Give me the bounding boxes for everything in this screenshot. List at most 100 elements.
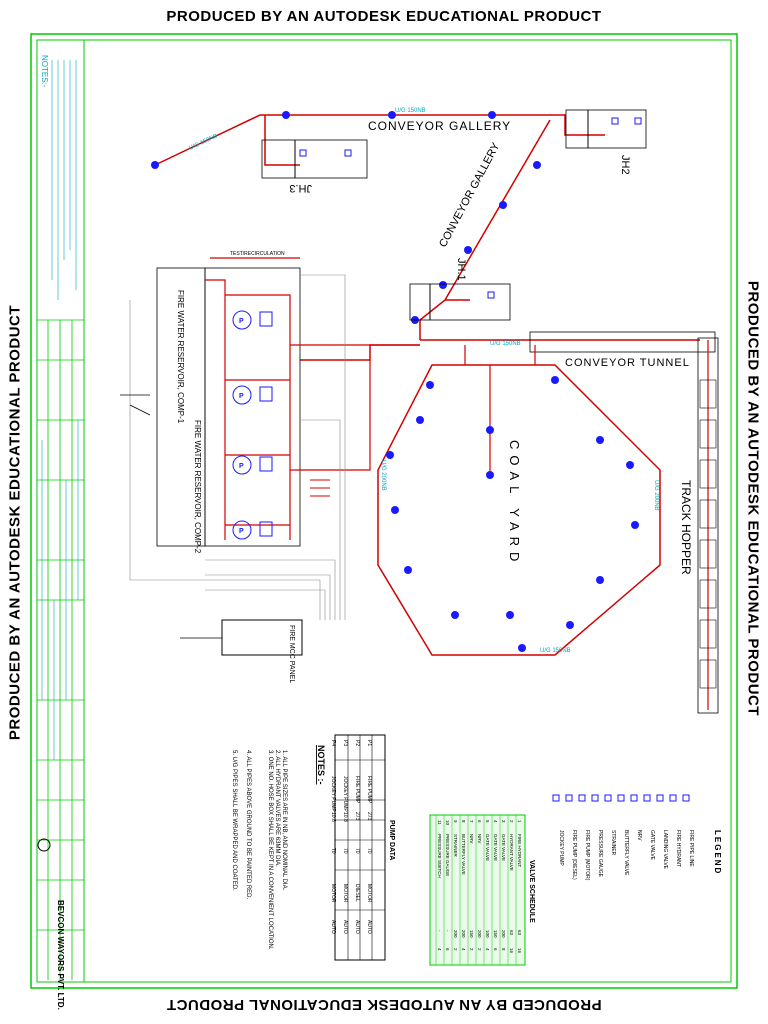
pump-data-cell: DIESEL <box>354 884 360 902</box>
valve-schedule-cell: 2 <box>469 948 474 951</box>
pump-data-cell: JOCKEY PUMP <box>330 776 336 812</box>
legend-item: FIRE HYDRANT <box>675 830 681 867</box>
pump-data-cell: P3 <box>342 740 348 746</box>
track-hopper: TRACK HOPPER <box>679 337 719 714</box>
outer-border <box>30 33 738 989</box>
pump-data-cell: MOTOR <box>366 884 372 903</box>
legend-symbol <box>630 794 638 802</box>
legend-title: LEGEND <box>713 830 722 875</box>
title-block <box>37 319 84 980</box>
left-notes-title: NOTES:- <box>40 55 49 88</box>
conveyor-gallery-pipe <box>154 114 700 361</box>
pump-data-cell: FIRE PUMP <box>366 776 372 804</box>
pump-data-cell: AUTO <box>330 920 336 934</box>
pump-data-cell: JOCKEY PUMP <box>342 776 348 812</box>
pump-data-cell: 273 <box>366 812 372 821</box>
svg-text:P: P <box>239 528 244 535</box>
legend-item: LANDING VALVE <box>662 830 668 870</box>
valve-schedule-cell: 8 <box>461 820 466 823</box>
inner-border <box>36 39 732 983</box>
valve-schedule-cell: NRV <box>477 834 482 843</box>
valve-schedule-cell: 150 <box>493 930 498 938</box>
watermark-top: PRODUCED BY AN AUTODESK EDUCATIONAL PROD… <box>166 8 602 25</box>
valve-schedule-cell: 200 <box>461 930 466 938</box>
reservoir-2-label: FIRE WATER RESERVOIR, COMP-2 <box>193 420 202 554</box>
note-item: 5. U/G PIPES SHALL BE WRAPPED AND COATED… <box>231 750 237 891</box>
valve-schedule-cell: - <box>445 930 450 932</box>
legend-symbol <box>669 794 677 802</box>
pump-data-cell: AUTO <box>354 920 360 934</box>
pump-data-cell: FIRE PUMP <box>354 776 360 804</box>
valve-schedule-cell: BUTTERFLY VALVE <box>461 834 466 875</box>
notes-block: NOTES :- 1. ALL PIPE SIZES ARE IN NB, AN… <box>231 745 326 950</box>
company-logo: BEVCON WAYORS PVT. LTD. <box>37 838 65 1010</box>
legend-item: BUTTERFLY VALVE <box>623 830 629 876</box>
valve-schedule-cell: 16 <box>517 948 522 954</box>
valve-schedule-cell: 63 <box>517 930 522 936</box>
company-name: BEVCON WAYORS PVT. LTD. <box>56 900 65 1010</box>
legend-symbol <box>682 794 690 802</box>
coal-yard-ring-main <box>377 345 661 656</box>
note-item: 4. ALL PIPES ABOVE GROUND TO BE PAINTED … <box>245 750 251 899</box>
legend-symbol <box>565 794 573 802</box>
svg-text:P: P <box>239 393 244 400</box>
valve-schedule-cell: HYDRANT VALVE <box>509 834 514 871</box>
valve-schedule-cell: 6 <box>493 948 498 951</box>
pump-data-cell: 70 <box>330 848 336 854</box>
valve-schedule-cell: 11 <box>437 820 442 825</box>
pump-data-cell: 70 <box>342 848 348 854</box>
coal-yard-label: COAL YARD <box>507 440 522 567</box>
valve-schedule-cell: 5 <box>485 820 490 823</box>
pump-data-cell: 70 <box>354 848 360 854</box>
valve-schedule-cell: 200 <box>501 930 506 938</box>
legend-symbol <box>617 794 625 802</box>
valve-schedule-cell: 4 <box>437 948 442 951</box>
valve-schedule-cell: 6 <box>445 948 450 951</box>
pump-data-cell: AUTO <box>366 920 372 934</box>
pump-data-cell: MOTOR <box>330 884 336 903</box>
valve-schedule-cell: 16 <box>509 948 514 954</box>
junction-house-jh1: JH.1 <box>409 258 511 321</box>
pump-data-cell: MOTOR <box>342 884 348 903</box>
legend-symbol <box>591 794 599 802</box>
valve-schedule-cell: PRESSURE SWITCH <box>437 834 442 878</box>
valve-schedule-cell: 2 <box>509 820 514 823</box>
valve-schedule-cell: 200 <box>477 930 482 938</box>
note-item: 2. ALL HYDRANT VALVES ARE 63MM DIA. <box>274 750 280 867</box>
valve-schedule-cell: 8 <box>501 948 506 951</box>
fire-mcc-panel: FIRE MCC PANEL <box>180 619 303 683</box>
coal-yard-hydrants <box>386 376 639 652</box>
valve-schedule-cell: 4 <box>485 948 490 951</box>
legend-symbol <box>552 794 560 802</box>
conveyor-gallery-diagonal-label: CONVEYOR GALLERY <box>437 140 503 249</box>
valve-schedule-cell: GATE VALVE <box>485 834 490 861</box>
pump-data-cell: AUTO <box>342 920 348 934</box>
notes-title: NOTES :- <box>316 745 326 785</box>
jh2-label: JH2 <box>619 155 631 175</box>
junction-house-jh3: JH.3 <box>261 139 368 194</box>
valve-schedule-cell: 3 <box>501 820 506 823</box>
valve-schedule-cell: GATE VALVE <box>493 834 498 861</box>
pump-data-cell: P4 <box>330 740 336 746</box>
legend-item: FIRE PIPE LINE <box>688 830 694 867</box>
valve-schedule-cell: NRV <box>469 834 474 843</box>
legend-item: JOCKEY PUMP <box>558 830 564 866</box>
pump-data-cell: 273 <box>354 812 360 821</box>
valve-schedule-cell: STRAINER <box>453 834 458 858</box>
valve-schedule-cell: 6 <box>477 820 482 823</box>
track-hopper-label: TRACK HOPPER <box>679 480 693 575</box>
valve-schedule-cell: 10 <box>445 820 450 826</box>
reservoir-1-label: FIRE WATER RESERVOIR, COMP-1 <box>176 290 185 424</box>
valve-schedule-cell: 9 <box>453 820 458 823</box>
note-item: 3. ONE NO. HOSE BOX SHALL BE KEPT IN A C… <box>267 750 273 950</box>
valve-schedule-cell: 4 <box>461 948 466 951</box>
jh3-label: JH.3 <box>289 182 312 194</box>
legend-item: FIRE PUMP (MOTOR) <box>584 830 590 881</box>
valve-schedule-cell: 2 <box>477 948 482 951</box>
valve-schedule-cell: FIRE HYDRANT <box>517 834 522 868</box>
conveyor-tunnel: CONVEYOR TUNNEL <box>529 331 716 369</box>
conveyor-gallery-label: CONVEYOR GALLERY <box>368 119 511 133</box>
test-line-label: TEST/RECIRCULATION <box>230 251 285 257</box>
svg-text:P: P <box>239 463 244 470</box>
